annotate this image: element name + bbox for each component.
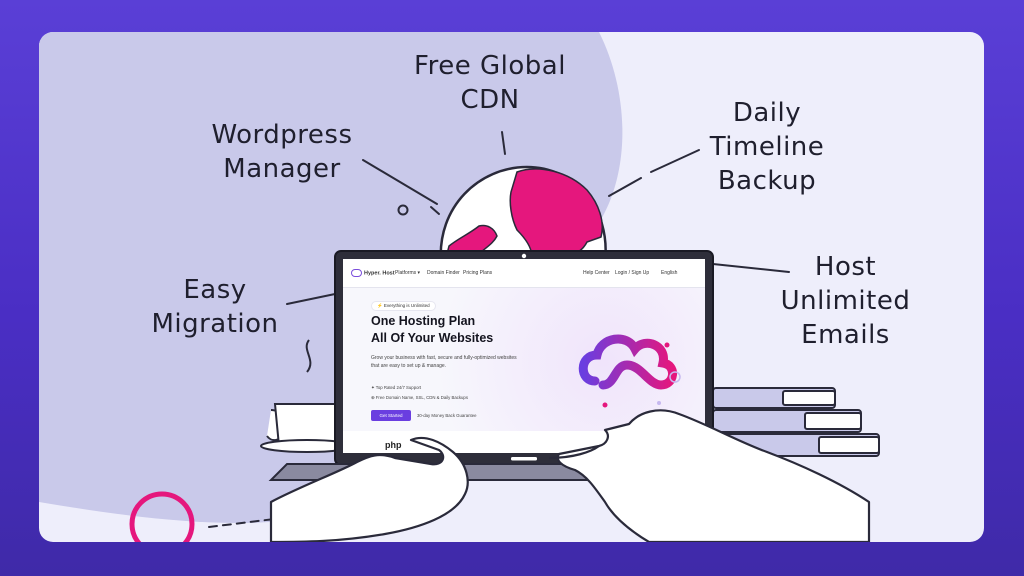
nav-platforms[interactable]: Platforms ▾ [395, 270, 421, 276]
cloud-infinity-icon [578, 334, 681, 408]
cloud-logo-icon [351, 269, 362, 277]
nav-login[interactable]: Login / Sign Up [615, 270, 650, 276]
illustration-card: Free Global CDN Wordpress Manager Daily … [39, 32, 984, 542]
connector-line [208, 514, 308, 528]
feature-support: ✦ Top Rated 24/7 Support [371, 385, 422, 390]
globe-icon [439, 165, 607, 264]
connector-line [286, 293, 336, 305]
hands-illustration [269, 409, 871, 542]
dot-decoration [397, 204, 409, 216]
nav-help-center[interactable]: Help Center [583, 270, 610, 276]
ring-decoration [129, 491, 195, 542]
hero-subtext: Grow your business with fast, secure and… [371, 355, 517, 369]
connector-line [712, 263, 790, 273]
nav-language[interactable]: English [661, 270, 678, 276]
php-logo: php [385, 440, 402, 450]
unlimited-badge: ⚡ Everything is Unlimited [371, 301, 436, 311]
connector-line [362, 159, 438, 205]
connector-line [501, 131, 506, 155]
nav-pricing-plans[interactable]: Pricing Plans [463, 270, 493, 276]
get-started-button[interactable]: Get Started [371, 410, 411, 421]
nav-domain-finder[interactable]: Domain Finder [427, 270, 460, 276]
left-hand-icon [269, 436, 469, 542]
connector-line [608, 177, 642, 197]
right-hand-icon [548, 409, 871, 542]
feature-free-domain: ⊕ Free Domain Name, SSL, CDN & Daily Bac… [371, 395, 468, 400]
brand-name: Hyper. Host [364, 270, 395, 277]
connector-line [650, 149, 700, 173]
site-logo[interactable]: Hyper. Host [351, 269, 395, 277]
hero-headline: One Hosting Plan All Of Your Websites [371, 314, 494, 345]
feature-wordpress-manager: Wordpress Manager [211, 120, 353, 184]
feature-host-unlimited-emails: Host Unlimited Emails [780, 252, 911, 350]
site-navbar: Hyper. Host Platforms ▾ Domain Finder Pr… [343, 259, 705, 288]
money-back-guarantee: 30-day Money Back Guarantee [417, 413, 477, 418]
feature-free-global-cdn: Free Global CDN [414, 51, 566, 115]
feature-daily-timeline-backup: Daily Timeline Backup [709, 98, 825, 196]
connector-line [430, 206, 440, 215]
feature-easy-migration: Easy Migration [151, 275, 279, 339]
